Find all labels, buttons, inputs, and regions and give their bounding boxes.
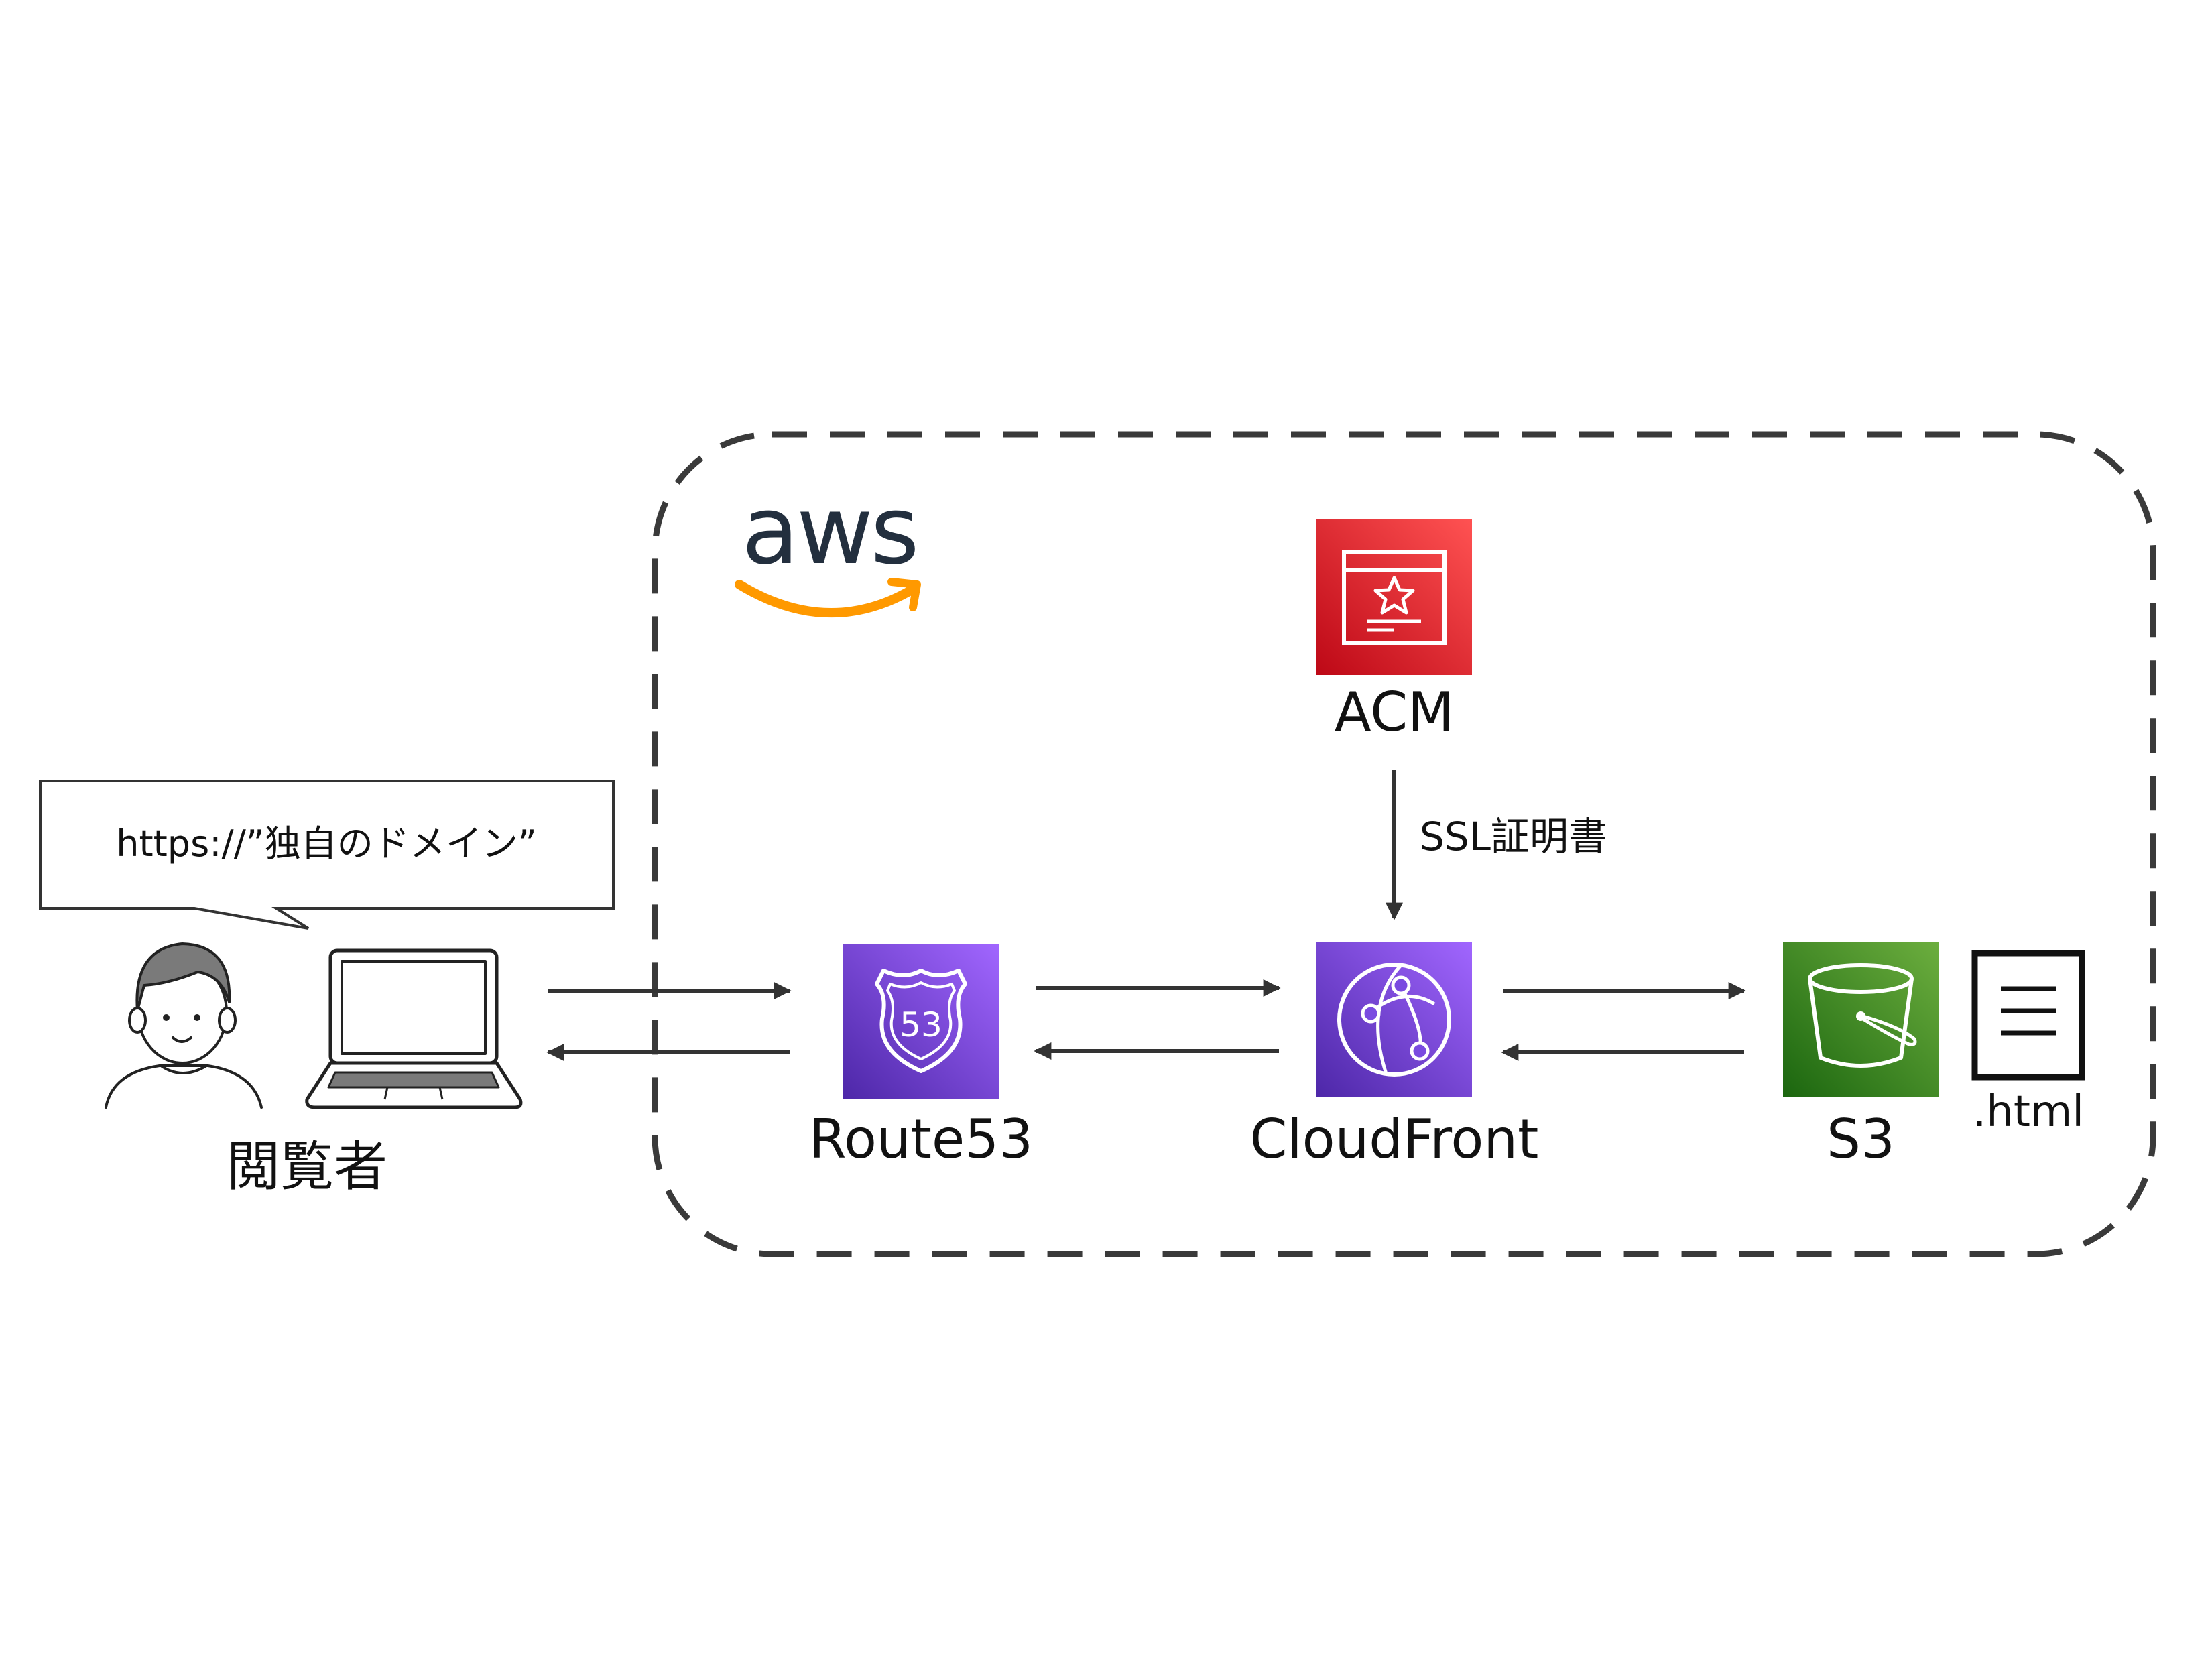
aws-logo-text: aws	[741, 477, 916, 586]
aws-logo: aws	[735, 477, 921, 618]
html-file-label: .html	[1973, 1087, 2084, 1137]
route53-icon: 53	[843, 944, 999, 1099]
aws-smile	[735, 580, 916, 618]
speech-bubble: https://”独自のドメイン”	[39, 780, 615, 930]
cloudfront-label: CloudFront	[1250, 1108, 1539, 1170]
viewer-label: 閲覧者	[227, 1135, 387, 1198]
speech-bubble-text: https://”独自のドメイン”	[116, 822, 537, 865]
s3-label: S3	[1827, 1108, 1895, 1170]
person-icon	[105, 942, 263, 1109]
route53-badge-text: 53	[900, 1005, 942, 1044]
aws-boundary	[652, 431, 2156, 1257]
route53-label: Route53	[809, 1108, 1033, 1170]
laptop-icon	[305, 948, 523, 1109]
s3-icon	[1783, 942, 1939, 1097]
acm-label: ACM	[1335, 681, 1454, 743]
acm-icon	[1316, 519, 1472, 675]
cloudfront-icon	[1316, 942, 1472, 1097]
document-icon	[1971, 950, 2085, 1081]
ssl-certificate-label: SSL証明書	[1420, 814, 1607, 859]
